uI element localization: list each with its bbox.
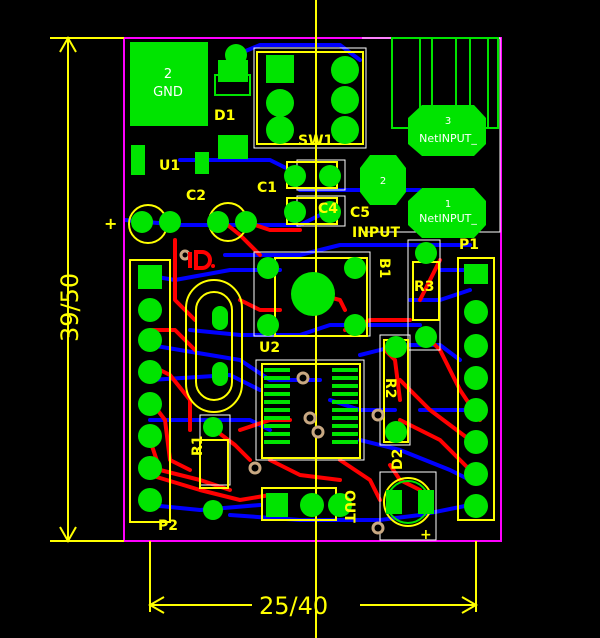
conn-pad2-number: 2 [380, 176, 386, 187]
label-d1: D1 [214, 108, 235, 124]
label-b1: B1 [376, 258, 392, 278]
label-c1: C1 [257, 180, 277, 196]
label-plus-c2: + [104, 214, 117, 233]
label-r1: R1 [190, 435, 206, 456]
label-u2: U2 [259, 340, 280, 356]
label-p1: P1 [459, 237, 479, 253]
logo-mark [188, 250, 215, 270]
pads [130, 42, 488, 520]
label-out: OUT [341, 490, 357, 523]
label-u1: U1 [159, 158, 180, 174]
label-c4: C4 [318, 201, 338, 217]
dimension-lines [50, 0, 479, 638]
conn-pad1-number: 1 [445, 199, 451, 210]
label-r2: R2 [382, 378, 398, 399]
label-p2: P2 [158, 518, 178, 534]
label-c2: C2 [186, 188, 206, 204]
conn-pad3-number: 3 [445, 116, 451, 127]
dimension-width-label: 25/40 [259, 592, 328, 620]
label-c5: C5 [350, 205, 370, 221]
label-plus-d2: + [420, 527, 432, 543]
label-input: INPUT [352, 225, 401, 241]
dimension-height-label: 39/50 [56, 273, 84, 342]
silkscreen-labels: D1 U1 C2 C1 C4 C5 INPUT SW1 R3 P1 P2 U2 … [104, 108, 479, 543]
vias [179, 249, 385, 535]
gnd-pad-number: 2 [164, 67, 172, 82]
label-d2: D2 [390, 449, 406, 470]
conn-pad3-net: NetINPUT_ [419, 132, 477, 145]
board-outline [123, 37, 502, 542]
dimension-texts: 39/50 25/40 [56, 273, 328, 620]
label-r3: R3 [414, 279, 435, 295]
pad-texts: 2 GND 3 NetINPUT_ 2 1 NetINPUT_ [153, 67, 477, 225]
gnd-pad-net: GND [153, 85, 183, 100]
u2-ic-pads [264, 368, 358, 444]
label-sw1: SW1 [298, 133, 333, 149]
conn-pad1-net: NetINPUT_ [419, 212, 477, 225]
